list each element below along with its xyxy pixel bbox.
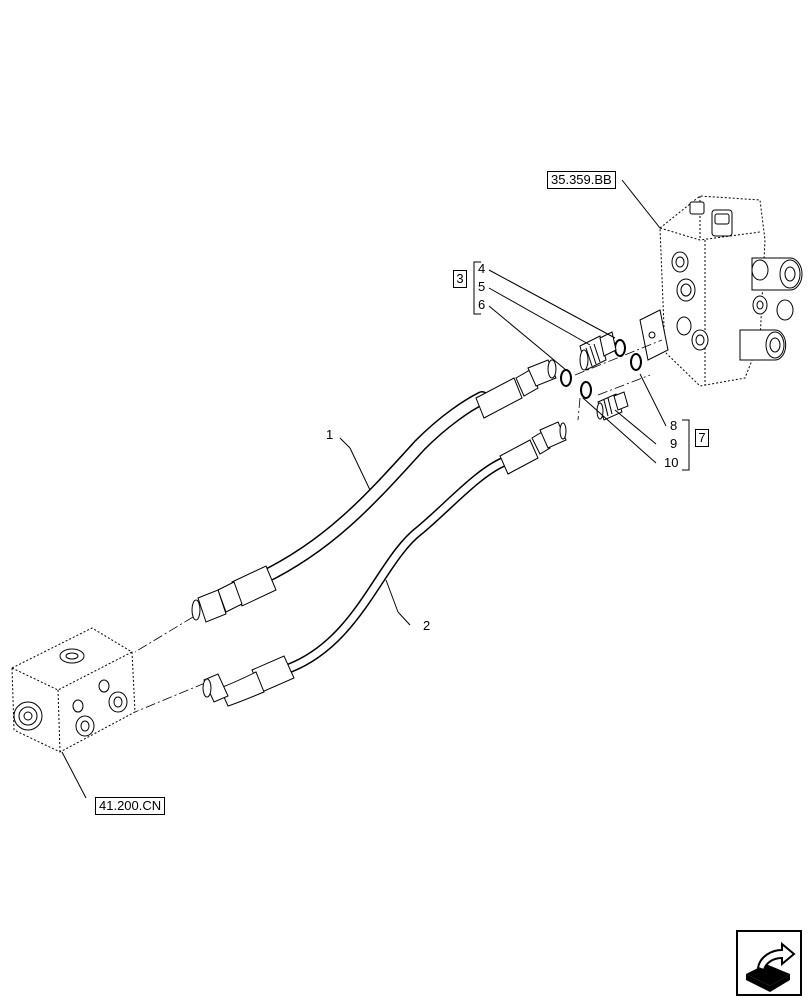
- callout-item-9: 9: [670, 436, 678, 451]
- hose-2: [202, 421, 567, 707]
- fittings-and-o-rings: [560, 331, 642, 421]
- callout-item-6: 6: [478, 297, 486, 312]
- reference-top-valve[interactable]: 35.359.BB: [547, 171, 616, 189]
- leader-lines: [339, 269, 667, 626]
- next-page-arrow-icon[interactable]: [736, 930, 802, 996]
- kit-box-7[interactable]: 7: [695, 429, 709, 447]
- callout-item-4: 4: [478, 261, 486, 276]
- kit-box-3[interactable]: 3: [453, 270, 467, 288]
- top-control-valve: [639, 195, 803, 387]
- callout-hose-2: 2: [423, 618, 431, 633]
- hose-1: [191, 359, 557, 623]
- callout-item-5: 5: [478, 279, 486, 294]
- kit-brackets: [473, 261, 690, 471]
- callout-item-10: 10: [664, 455, 679, 470]
- reference-bottom-valve[interactable]: 41.200.CN: [95, 797, 166, 815]
- bottom-control-valve: [11, 627, 136, 753]
- callout-hose-1: 1: [326, 427, 334, 442]
- center-lines: [134, 339, 663, 713]
- callout-item-8: 8: [670, 418, 678, 433]
